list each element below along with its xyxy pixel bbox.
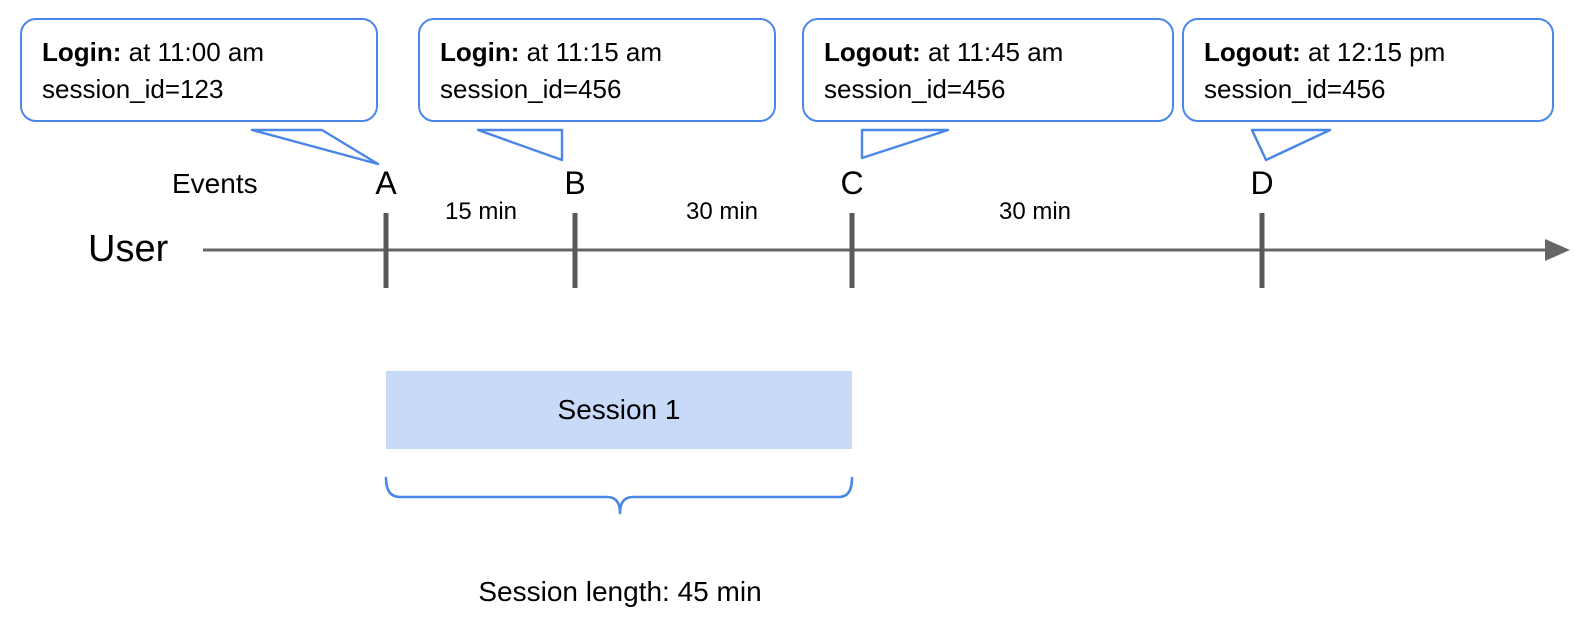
interval-a-b: 15 min (444, 198, 518, 225)
callout-event-c: Logout: at 11:45 am session_id=456 (802, 18, 1174, 122)
event-letter-d: D (1250, 165, 1274, 201)
session-length-label: Session length: 45 min (478, 576, 762, 607)
session-bar: Session 1 (386, 371, 852, 449)
callout-b-lead: Login: (440, 37, 520, 67)
callout-c-lead: Logout: (824, 37, 921, 67)
callout-d-lead: Logout: (1204, 37, 1301, 67)
callout-c-session-id: session_id=456 (824, 73, 1006, 104)
user-row-label: User (88, 228, 169, 270)
session-bar-label: Session 1 (557, 394, 681, 425)
callout-b-tail (476, 128, 564, 162)
event-letter-c: C (840, 165, 864, 201)
timeline-arrowhead (1545, 239, 1570, 261)
callout-b-session-id: session_id=456 (440, 73, 622, 104)
callout-a-session-id: session_id=123 (42, 73, 224, 104)
interval-c-d: 30 min (998, 198, 1072, 225)
callout-event-b: Login: at 11:15 am session_id=456 (418, 18, 776, 122)
callout-event-d: Logout: at 12:15 pm session_id=456 (1182, 18, 1554, 122)
callout-a-tail (250, 128, 380, 166)
callout-d-session-id: session_id=456 (1204, 73, 1386, 104)
interval-b-c: 30 min (685, 198, 759, 225)
event-letter-a: A (375, 165, 397, 201)
callout-a-lead: Login: (42, 37, 122, 67)
callout-c-tail (860, 128, 950, 160)
callout-b-rest: at 11:15 am (519, 37, 663, 67)
session-brace (384, 476, 854, 515)
callout-a-rest: at 11:00 am (121, 37, 265, 67)
event-letter-b: B (564, 165, 586, 201)
callout-d-tail (1250, 128, 1332, 162)
callout-d-rest: at 12:15 pm (1300, 37, 1446, 67)
callout-c-rest: at 11:45 am (920, 37, 1064, 67)
events-row-label: Events (172, 168, 258, 199)
callout-event-a: Login: at 11:00 am session_id=123 (20, 18, 378, 122)
